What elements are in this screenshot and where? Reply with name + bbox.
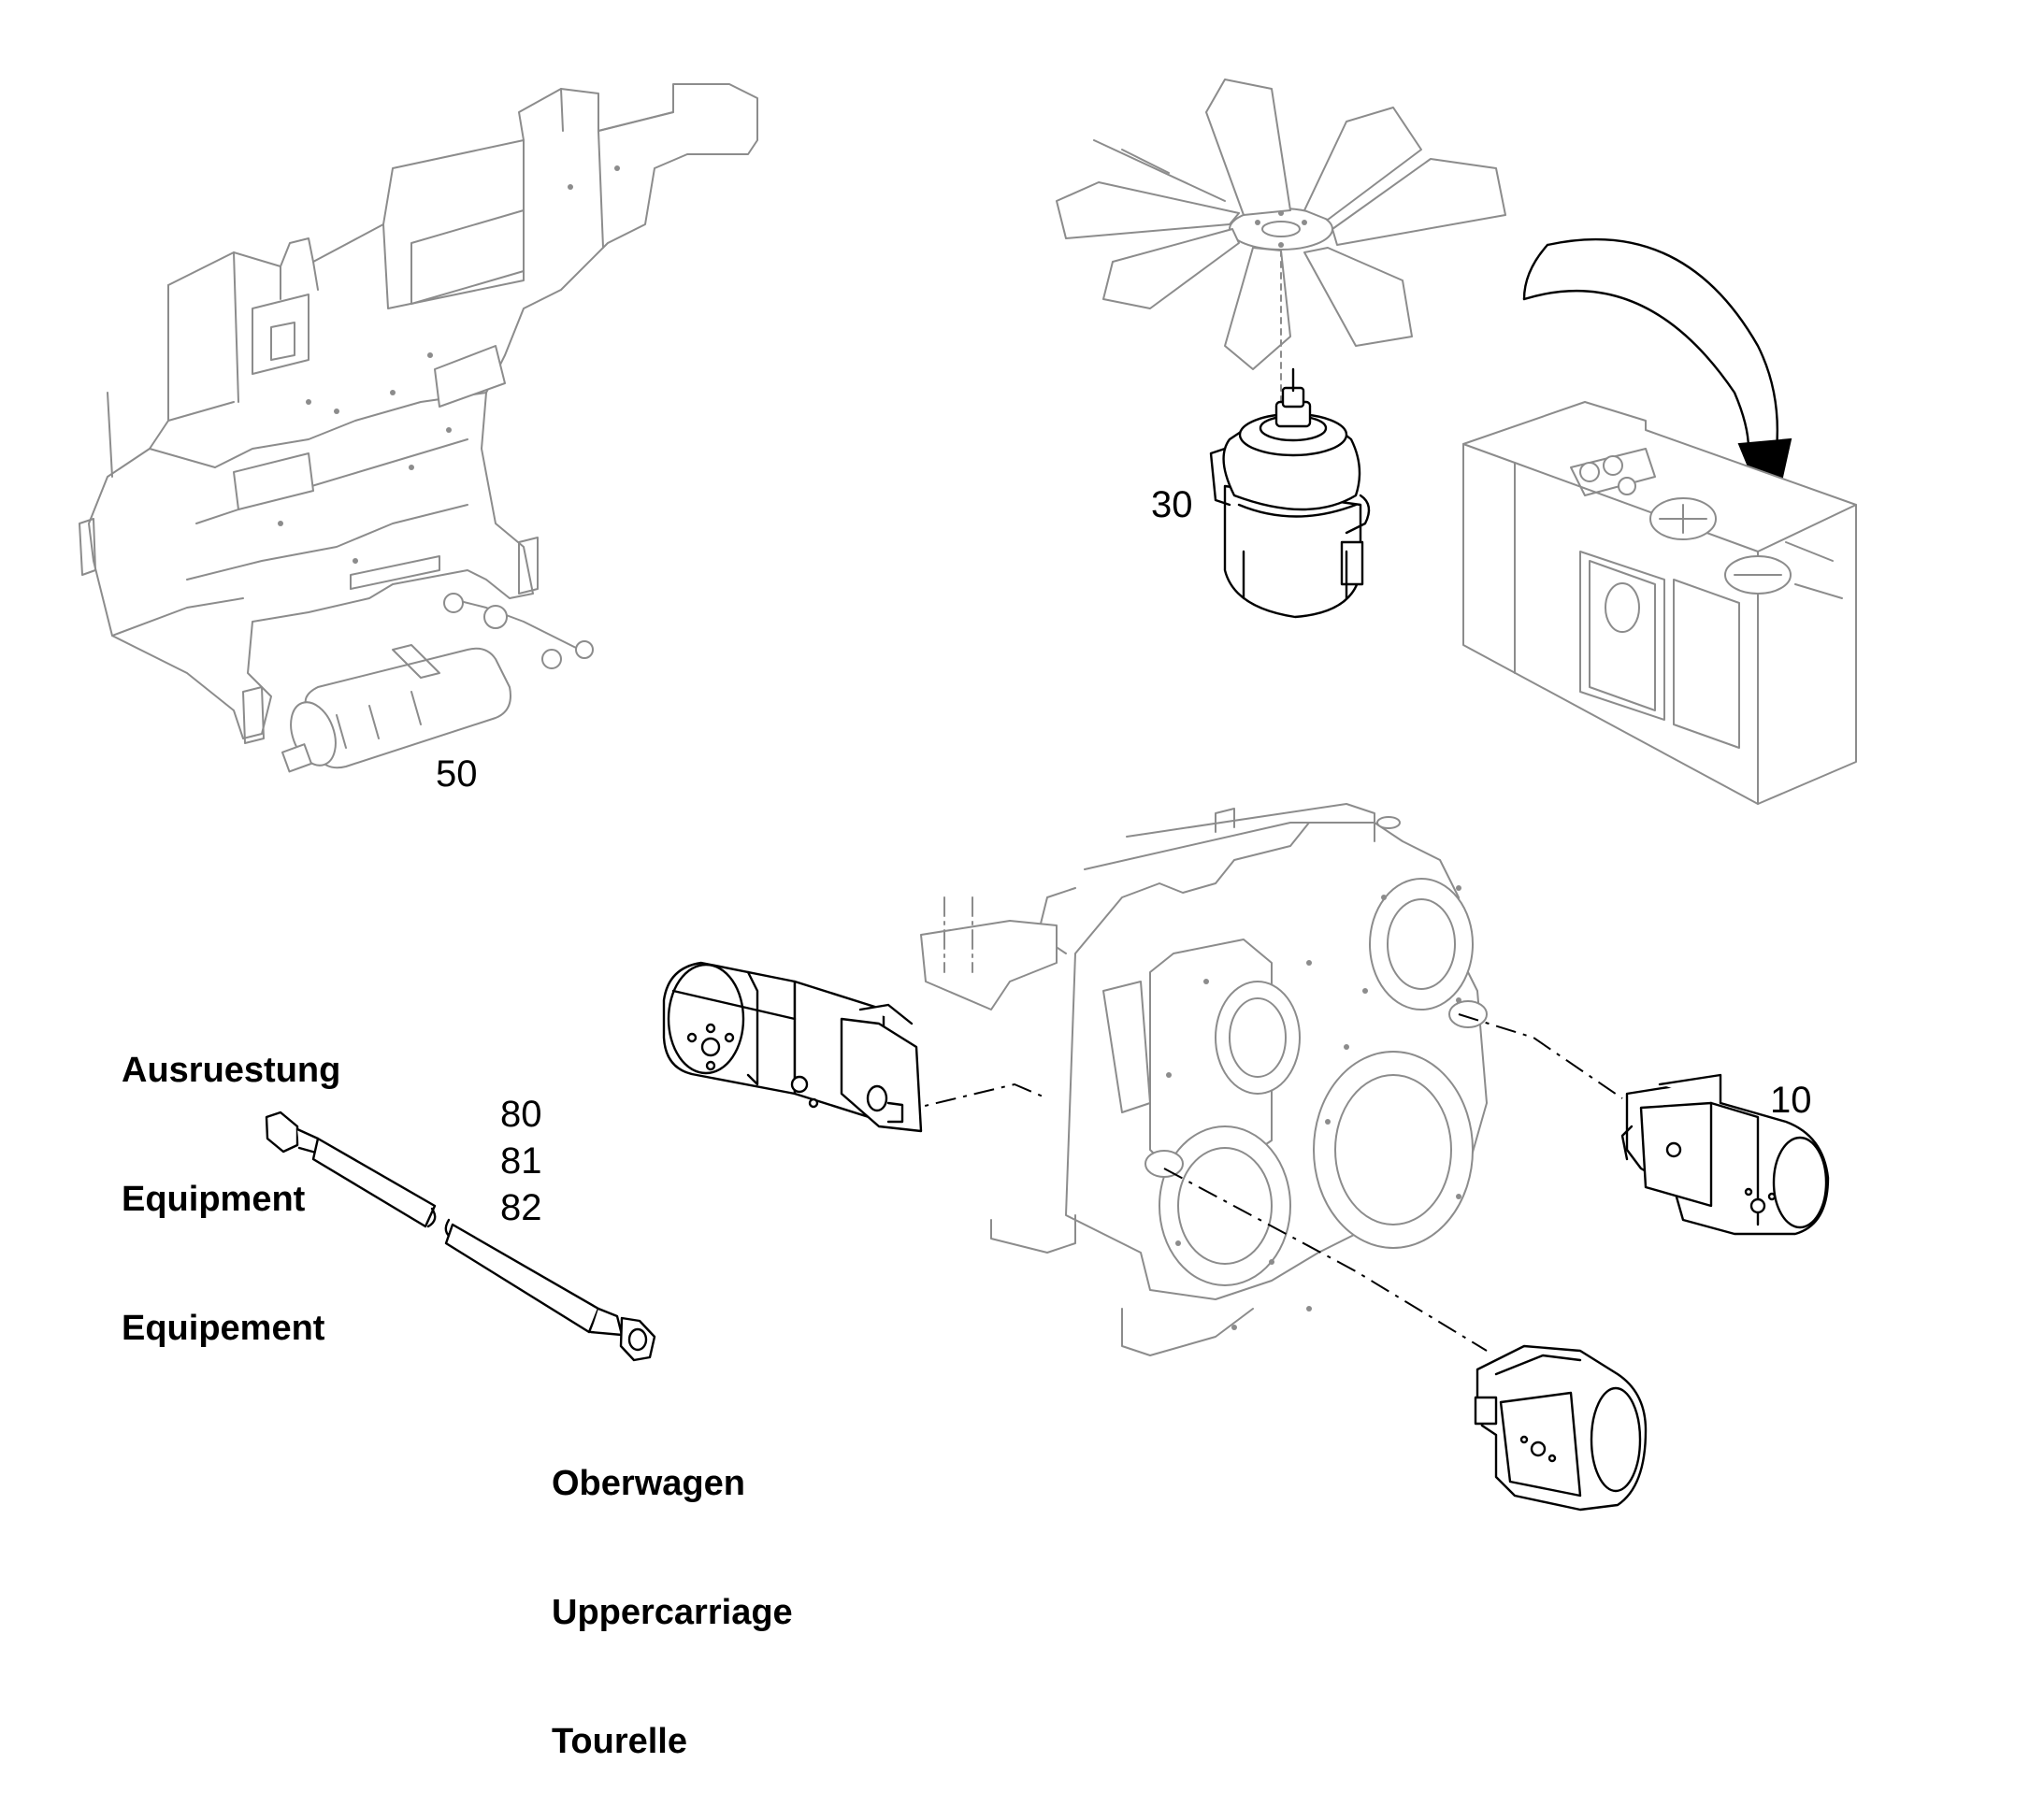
- hydraulic-pump-left: [662, 961, 923, 1133]
- equipment-label-block: Ausruestung Equipment Equipement: [122, 963, 340, 1393]
- starter-motor-ghost: [281, 593, 594, 773]
- fan-drive-motor: [1209, 367, 1371, 619]
- callout-81: 81: [500, 1140, 542, 1182]
- callout-30: 30: [1151, 484, 1193, 525]
- callout-80: 80: [500, 1094, 542, 1135]
- uppercarriage-label-fr: Tourelle: [552, 1722, 687, 1761]
- uppercarriage-label-block: Oberwagen Uppercarriage Tourelle: [552, 1376, 793, 1806]
- callout-82: 82: [500, 1187, 542, 1228]
- machine-frame-ghost: [79, 83, 758, 744]
- exploded-parts-diagram: [79, 79, 1857, 1512]
- uppercarriage-label-en: Uppercarriage: [552, 1593, 793, 1632]
- cooler-housing-ghost: [1462, 401, 1857, 805]
- assembly-centerlines: [897, 1013, 1623, 1352]
- callout-10: 10: [1770, 1080, 1812, 1121]
- pump-distributor-gearbox-ghost: [920, 803, 1488, 1356]
- hydraulic-hose: [265, 1111, 656, 1362]
- hydraulic-pump-bottom: [1474, 1344, 1648, 1512]
- equipment-label-en: Equipment: [122, 1180, 306, 1219]
- hydraulic-pump-right-item-10: [1620, 1073, 1830, 1236]
- callout-50: 50: [436, 753, 478, 795]
- uppercarriage-label-de: Oberwagen: [552, 1464, 745, 1503]
- equipment-label-de: Ausruestung: [122, 1051, 341, 1090]
- equipment-label-fr: Equipement: [122, 1309, 325, 1348]
- cooling-fan-ghost: [1056, 79, 1506, 403]
